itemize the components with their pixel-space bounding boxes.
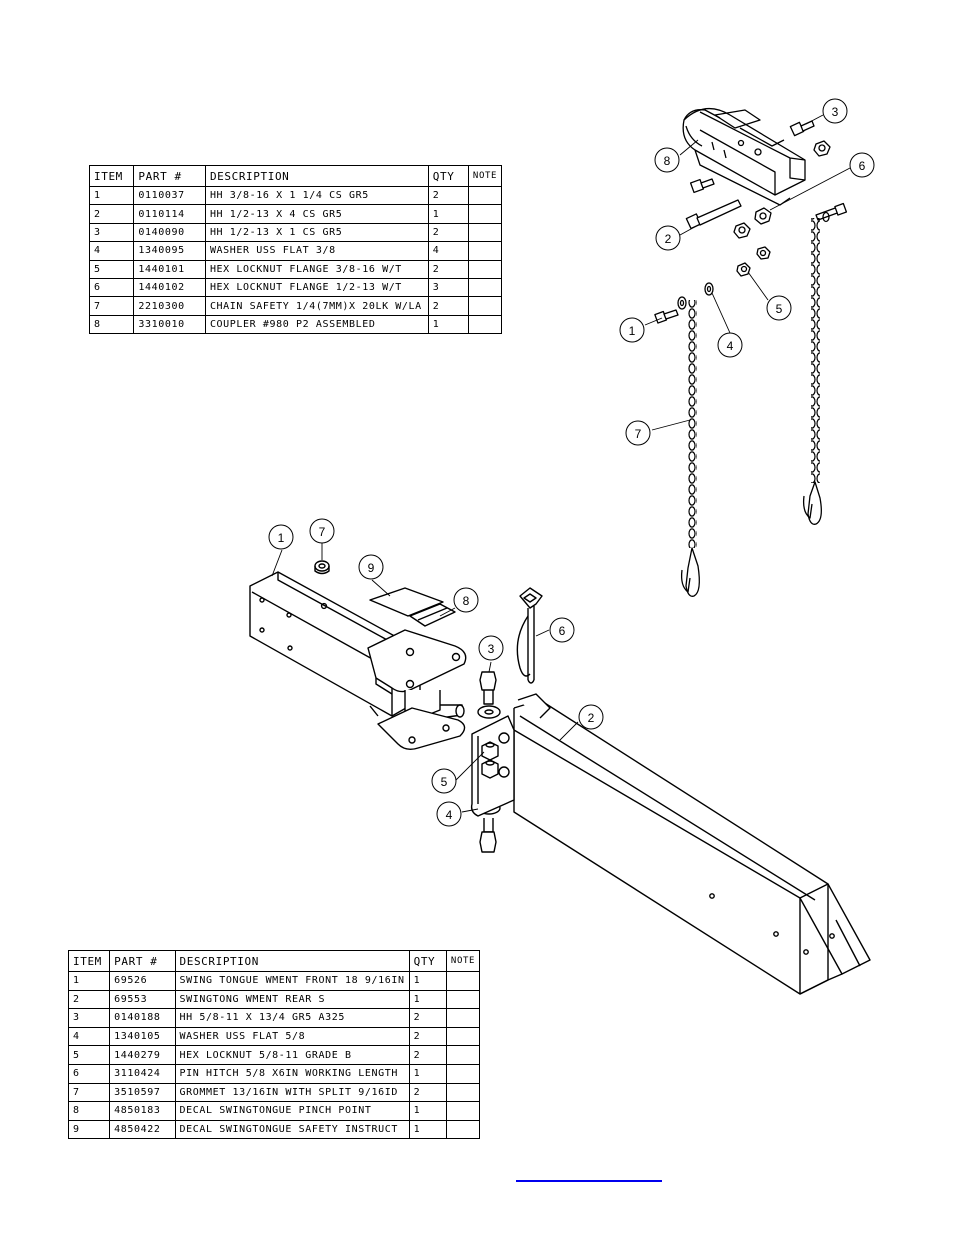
washer-4-top	[477, 705, 501, 719]
cell-part: 4850422	[109, 1119, 176, 1140]
cell-part: 3310010	[133, 314, 206, 335]
callout-8-bottom: 8	[453, 587, 479, 613]
locknut-5-a	[481, 741, 499, 761]
hitch-pin-6	[516, 587, 543, 684]
safety-chain-right	[802, 218, 822, 525]
col-description: DESCRIPTION	[174, 950, 410, 972]
nut-5-b	[736, 262, 751, 277]
cell-qty: 1	[427, 314, 469, 335]
bolt-2-long	[685, 199, 742, 230]
callout-4-bottom: 4	[436, 801, 462, 827]
cell-item: 9	[67, 1119, 111, 1140]
svg-text:3: 3	[488, 642, 495, 656]
callout-9-bottom: 9	[358, 554, 384, 580]
coupler-assembly	[654, 108, 848, 597]
svg-text:5: 5	[441, 775, 448, 789]
hyperlink-underline[interactable]	[516, 1180, 662, 1182]
svg-text:8: 8	[463, 594, 470, 608]
nut-6-upper	[813, 140, 831, 157]
washer-4	[677, 296, 687, 310]
callout-7-bottom: 7	[309, 518, 335, 544]
safety-chain-left	[680, 300, 700, 597]
svg-text:1: 1	[278, 531, 285, 545]
tongue-front-weldment	[249, 571, 467, 751]
callout-6-bottom: 6	[549, 617, 575, 643]
svg-text:6: 6	[859, 159, 866, 173]
bolt-3-lower	[689, 178, 715, 194]
bolt-3-tongue	[479, 671, 497, 705]
svg-text:7: 7	[319, 525, 326, 539]
callout-2-bottom: 2	[578, 704, 604, 730]
bolt-1-chain-right	[815, 202, 848, 223]
grommet-7	[314, 560, 330, 575]
decal-8	[409, 603, 456, 627]
tongue-rear-weldment	[470, 693, 871, 995]
callout-leaders	[271, 114, 851, 813]
callout-7-top: 7	[625, 420, 651, 446]
bolt-3-bottom	[479, 818, 497, 853]
bolt-1-chain-left	[654, 309, 679, 324]
cell-note	[445, 1119, 481, 1140]
locknut-5-b	[481, 759, 499, 779]
callout-2-top: 2	[655, 225, 681, 251]
svg-text:1: 1	[629, 324, 636, 338]
col-qty: QTY	[408, 950, 447, 972]
svg-text:2: 2	[665, 232, 672, 246]
callout-8-top: 8	[654, 147, 680, 173]
callout-5-bottom: 5	[431, 768, 457, 794]
col-part: PART #	[109, 950, 176, 972]
cell-note	[467, 314, 503, 335]
svg-text:9: 9	[368, 561, 375, 575]
coupler-body	[682, 108, 806, 206]
callout-4-top: 4	[717, 332, 743, 358]
svg-text:4: 4	[446, 808, 453, 822]
nut-6-mid	[733, 222, 751, 239]
svg-text:2: 2	[588, 711, 595, 725]
svg-text:7: 7	[635, 427, 642, 441]
svg-text:3: 3	[832, 105, 839, 119]
callout-3-bottom: 3	[478, 635, 504, 661]
svg-text:5: 5	[776, 302, 783, 316]
callout-bubbles: 3 8 6 2 5 1 4 7 1 7 9 8 6 3 2 5 4	[268, 98, 875, 827]
callout-3-top: 3	[822, 98, 848, 124]
callout-6-top: 6	[849, 152, 875, 178]
bolt-3-coupler	[789, 120, 815, 137]
callout-5-top: 5	[766, 295, 792, 321]
table-header-row: ITEM PART # DESCRIPTION QTY NOTE	[67, 950, 481, 972]
cell-description: DECAL SWINGTONGUE SAFETY INSTRUCT	[174, 1119, 410, 1140]
swing-tongue-assembly	[249, 560, 871, 995]
callout-1-top: 1	[619, 317, 645, 343]
col-note: NOTE	[445, 950, 481, 972]
washer-4b	[704, 282, 714, 296]
svg-text:6: 6	[559, 624, 566, 638]
nut-5-a	[756, 246, 771, 260]
callout-1-bottom: 1	[268, 524, 294, 550]
cell-item: 8	[88, 314, 135, 335]
svg-text:4: 4	[727, 339, 734, 353]
nut-6-right	[754, 207, 772, 225]
svg-text:8: 8	[664, 154, 671, 168]
cell-qty: 1	[408, 1119, 447, 1140]
